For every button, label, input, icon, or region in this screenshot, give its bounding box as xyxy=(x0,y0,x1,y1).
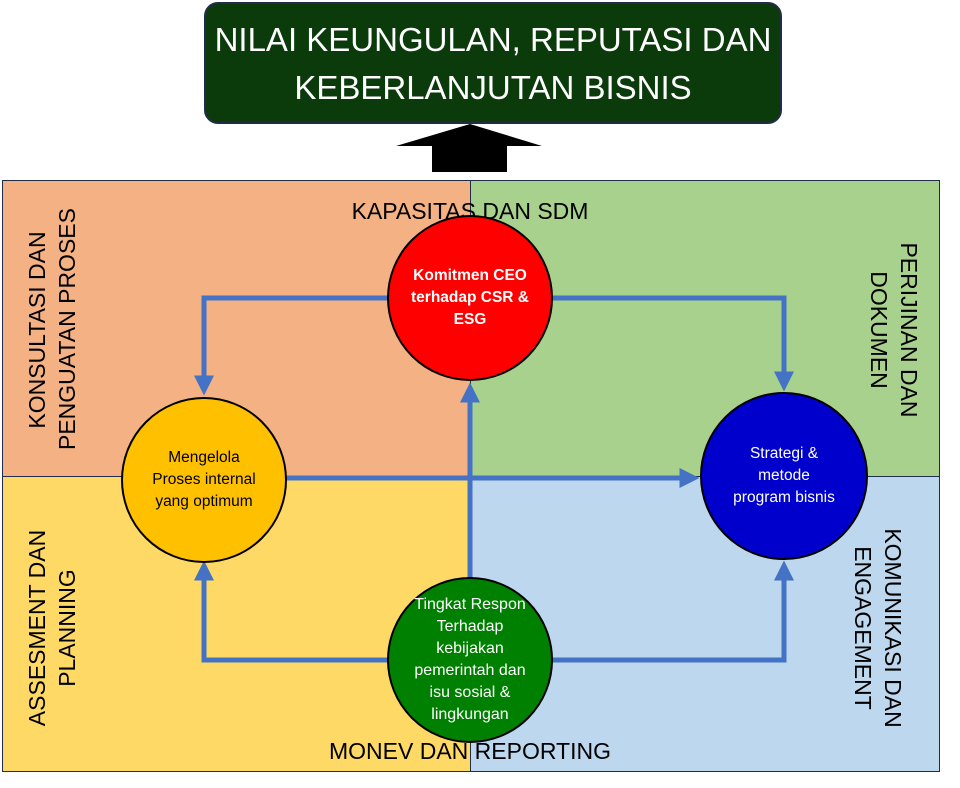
circle-text: Mengelola Proses internal yang optimum xyxy=(152,449,256,510)
quadrant-top-right xyxy=(470,180,940,478)
title-line-1: NILAI KEUNGULAN, REPUTASI DAN xyxy=(214,21,772,58)
up-arrow-icon xyxy=(396,124,542,172)
arrow-ceo-to-process xyxy=(194,295,390,396)
arrow-response-to-strategy xyxy=(552,560,794,663)
circle-strategy: Strategi & metode program bisnis xyxy=(700,392,868,560)
arrow-response-to-process xyxy=(194,560,390,663)
title-box: NILAI KEUNGULAN, REPUTASI DAN KEBERLANJU… xyxy=(204,2,782,124)
circle-text: Tingkat Respon Terhadap kebijakan pemeri… xyxy=(414,596,526,723)
arrow-ceo-to-strategy xyxy=(552,295,794,392)
circle-text: Komitmen CEO terhadap CSR & ESG xyxy=(411,267,529,328)
circle-text: Strategi & metode program bisnis xyxy=(733,445,835,506)
quadrant-bottom-right xyxy=(470,476,940,772)
circle-process: Mengelola Proses internal yang optimum xyxy=(121,397,287,563)
title-line-2: KEBERLANJUTAN BISNIS xyxy=(294,69,692,106)
circle-ceo-commitment: Komitmen CEO terhadap CSR & ESG xyxy=(387,215,553,381)
circle-response: Tingkat Respon Terhadap kebijakan pemeri… xyxy=(387,577,553,743)
